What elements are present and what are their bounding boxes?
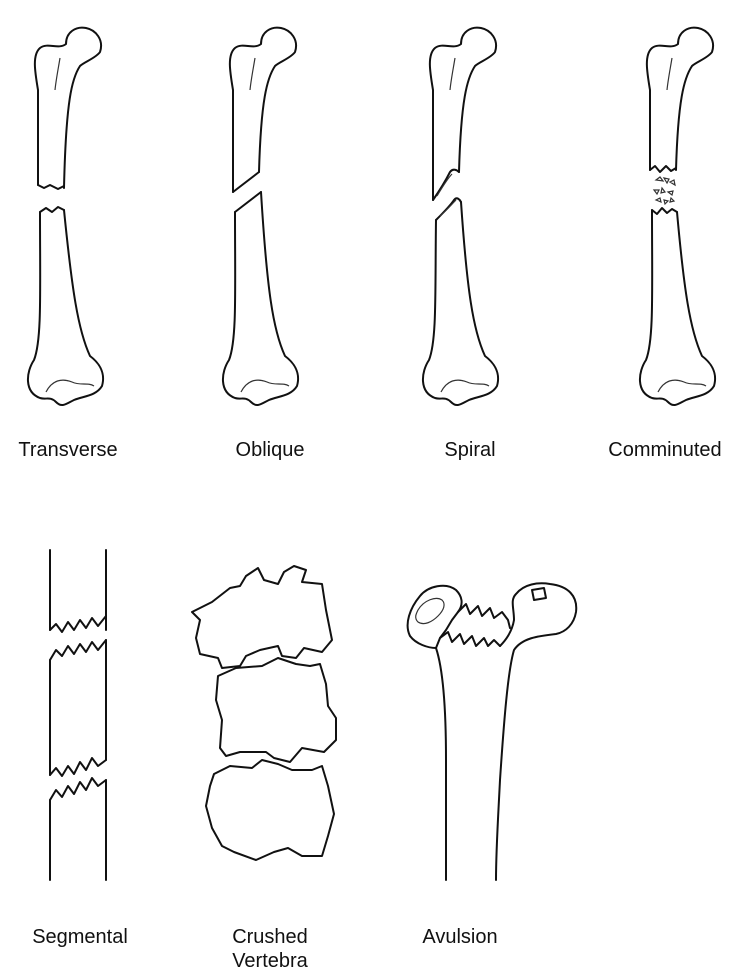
label-transverse: Transverse (0, 438, 136, 462)
oblique-femur (223, 28, 298, 405)
crushed-vertebra (192, 566, 336, 860)
segmental-fracture (50, 550, 106, 880)
comminuted-femur (640, 28, 715, 405)
label-comminuted: Comminuted (595, 438, 735, 462)
label-crushed-vertebra-line1: Crushed (200, 925, 340, 949)
label-spiral: Spiral (400, 438, 540, 462)
transverse-femur (28, 28, 103, 405)
label-oblique: Oblique (200, 438, 340, 462)
bone-fragments (654, 177, 675, 204)
spiral-femur (423, 28, 498, 405)
label-segmental: Segmental (10, 925, 150, 949)
label-avulsion: Avulsion (390, 925, 530, 949)
avulsion-fracture (408, 583, 577, 880)
label-crushed-vertebra-line2: Vertebra (200, 949, 340, 973)
